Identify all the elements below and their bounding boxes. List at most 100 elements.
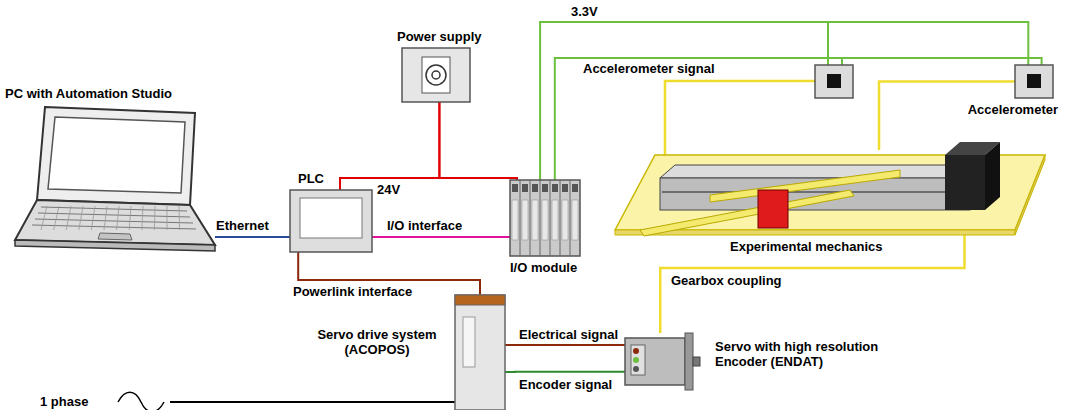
accelerometer-chip bbox=[1027, 74, 1041, 88]
accelerometer-sensor bbox=[1015, 65, 1053, 98]
connection-label: I/O interface bbox=[386, 218, 463, 233]
plc-housing bbox=[290, 190, 372, 252]
computer-node: PC with Automation Studio bbox=[15, 105, 215, 255]
connection-label: Electrical signal bbox=[518, 327, 619, 342]
keyboard-column bbox=[91, 206, 95, 230]
power-wire bbox=[439, 102, 517, 180]
power-wire bbox=[340, 102, 439, 190]
io-module-box: I/O module bbox=[510, 180, 580, 256]
io-bus-cable bbox=[372, 236, 510, 238]
io-slice-divider bbox=[520, 180, 521, 256]
node-outline bbox=[510, 180, 580, 256]
linear-axis-groove bbox=[662, 191, 968, 193]
keyboard-column bbox=[154, 206, 156, 230]
connection-label: 3.3V bbox=[570, 4, 599, 19]
supply-label: 1 phase bbox=[40, 394, 88, 409]
servo-drive-box: Servo drive system (ACOPOS) bbox=[455, 295, 505, 410]
keyboard-column bbox=[179, 206, 181, 230]
keyboard-column bbox=[104, 206, 107, 230]
node-outline bbox=[600, 150, 1050, 235]
io-slice-terminal bbox=[522, 200, 528, 240]
io-slice-terminal bbox=[562, 200, 568, 240]
connection-label: Encoder signal bbox=[518, 377, 613, 392]
node-outline bbox=[290, 190, 372, 252]
io-slice-led bbox=[562, 184, 568, 192]
motor-power-cable bbox=[505, 344, 625, 346]
servo-motor-body bbox=[625, 338, 685, 385]
io-slice-led bbox=[512, 184, 518, 192]
accelerometer-box: Accelerometer bbox=[1015, 65, 1053, 98]
mains-wire bbox=[170, 401, 455, 403]
servo-drive-housing bbox=[455, 295, 505, 410]
io-slice-divider bbox=[560, 180, 561, 256]
node-label: Servo drive system (ACOPOS) bbox=[307, 327, 447, 357]
node-label: PC with Automation Studio bbox=[5, 86, 172, 101]
io-slice-terminal bbox=[572, 200, 578, 240]
node-label: I/O module bbox=[510, 260, 577, 275]
node-outline bbox=[625, 333, 700, 390]
io-slice-divider bbox=[540, 180, 541, 256]
io-slice-divider bbox=[570, 180, 571, 256]
axis-end-block bbox=[945, 155, 985, 210]
keyboard-row bbox=[41, 207, 187, 211]
keyboard-row bbox=[35, 219, 193, 223]
io-module-housing bbox=[510, 180, 580, 256]
carriage bbox=[758, 190, 788, 228]
io-slice-led bbox=[552, 184, 558, 192]
io-slice-terminal bbox=[532, 200, 538, 240]
base-plate-edge bbox=[615, 230, 1015, 235]
encoder-cable bbox=[505, 371, 625, 373]
power-supply-symbol bbox=[432, 71, 440, 79]
servo-connector-pin bbox=[633, 366, 639, 372]
node-label: Power supply bbox=[397, 29, 482, 44]
node-outline bbox=[455, 295, 505, 410]
connection-label: Gearbox coupling bbox=[670, 273, 783, 288]
servo-flange bbox=[685, 333, 693, 390]
node-label: Experimental mechanics bbox=[730, 239, 882, 254]
node-outline bbox=[1015, 65, 1053, 98]
base-plate-top bbox=[615, 155, 1045, 230]
slide-bar bbox=[710, 170, 900, 202]
connection-label: Powerlink interface bbox=[292, 284, 413, 299]
node-label: Servo with high resolution Encoder (ENDA… bbox=[715, 339, 915, 369]
axis-end-block-side bbox=[985, 142, 1000, 210]
keyboard-column bbox=[142, 206, 143, 230]
servo-motor-box: Servo with high resolution Encoder (ENDA… bbox=[625, 333, 700, 390]
servo-connector-plate bbox=[631, 345, 645, 375]
servo-drive-panel bbox=[463, 317, 475, 367]
laptop-screen bbox=[48, 117, 185, 193]
connection-label: Accelerometer signal bbox=[582, 61, 716, 76]
node-label: Accelerometer bbox=[968, 102, 1058, 117]
power-supply-box: Power supply bbox=[402, 48, 470, 102]
plc-box: PLC bbox=[290, 190, 372, 252]
servo-connector-pin bbox=[633, 348, 639, 354]
keyboard-column bbox=[117, 206, 119, 230]
io-slice-led bbox=[572, 184, 578, 192]
ethernet-cable bbox=[215, 236, 290, 238]
io-slice-terminal bbox=[552, 200, 558, 240]
node-label: PLC bbox=[298, 171, 324, 186]
power-supply-socket bbox=[422, 57, 450, 93]
keyboard-column bbox=[79, 206, 83, 230]
keyboard-column bbox=[66, 206, 71, 230]
ac-sine-symbol bbox=[118, 392, 164, 410]
io-slice-led bbox=[522, 184, 528, 192]
power-supply-symbol bbox=[426, 65, 446, 85]
io-slice-divider bbox=[550, 180, 551, 256]
servo-connector-pin bbox=[633, 357, 639, 363]
io-slice-terminal bbox=[542, 200, 548, 240]
accelerometer-chip bbox=[827, 74, 841, 88]
connection-label: 24V bbox=[376, 182, 401, 197]
base-plate-side bbox=[1015, 155, 1045, 235]
keyboard-column bbox=[41, 206, 47, 230]
servo-shaft bbox=[693, 357, 700, 366]
node-outline bbox=[15, 105, 215, 255]
mechanics-assembly: Experimental mechanics bbox=[600, 150, 1050, 235]
io-slice-led bbox=[532, 184, 538, 192]
plc-screen bbox=[300, 198, 362, 238]
io-slice-led bbox=[542, 184, 548, 192]
node-outline bbox=[402, 48, 470, 102]
touchpad bbox=[98, 233, 132, 240]
keyboard-column bbox=[129, 206, 131, 230]
